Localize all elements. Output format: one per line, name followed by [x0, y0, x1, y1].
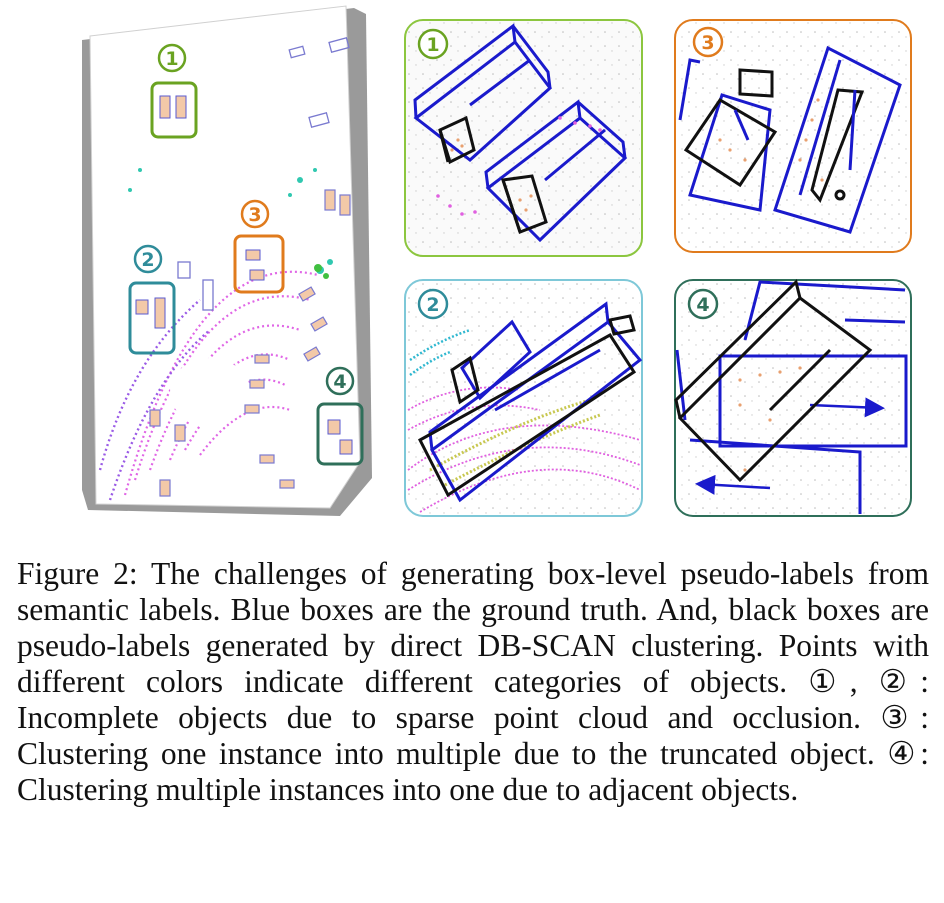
- overview-marker-4-ring: [325, 366, 355, 396]
- figure-caption: Figure 2: The challenges of generating b…: [17, 556, 929, 807]
- overview-marker-4-label: 4: [333, 371, 346, 393]
- detail-panel-1: 1: [404, 19, 643, 257]
- detail-panel-4: 4: [674, 279, 912, 517]
- panel-2-marker-ring: [417, 288, 449, 320]
- panel-3-marker-ring: [692, 26, 724, 58]
- overview-marker-1-label: 1: [165, 48, 178, 70]
- region-frame-4: [316, 402, 364, 466]
- region-frame-2: [128, 281, 176, 355]
- overview-marker-3-label: 3: [248, 204, 261, 226]
- region-frame-1: [150, 81, 198, 139]
- overview-marker-3-ring: [240, 199, 270, 229]
- region-frame-3: [233, 234, 285, 294]
- detail-panel-2: 2: [404, 279, 643, 517]
- panel-3-marker-label: 3: [701, 32, 714, 54]
- overview-marker-1-ring: [157, 43, 187, 73]
- figure: 1 2 3 4: [82, 5, 912, 517]
- detail-panel-3: 3: [674, 19, 912, 253]
- panel-2-marker-label: 2: [426, 294, 439, 316]
- overview-scene: 1 2 3 4: [82, 5, 372, 516]
- panel-1-marker-ring: [417, 28, 449, 60]
- overview-marker-2-ring: [133, 244, 163, 274]
- panel-4-marker-ring: [687, 288, 719, 320]
- figure-graphic: 1 2 3 4: [82, 5, 912, 517]
- panel-4-marker-label: 4: [696, 294, 709, 316]
- overview-marker-2-label: 2: [141, 249, 154, 271]
- panel-1-marker-label: 1: [426, 34, 439, 56]
